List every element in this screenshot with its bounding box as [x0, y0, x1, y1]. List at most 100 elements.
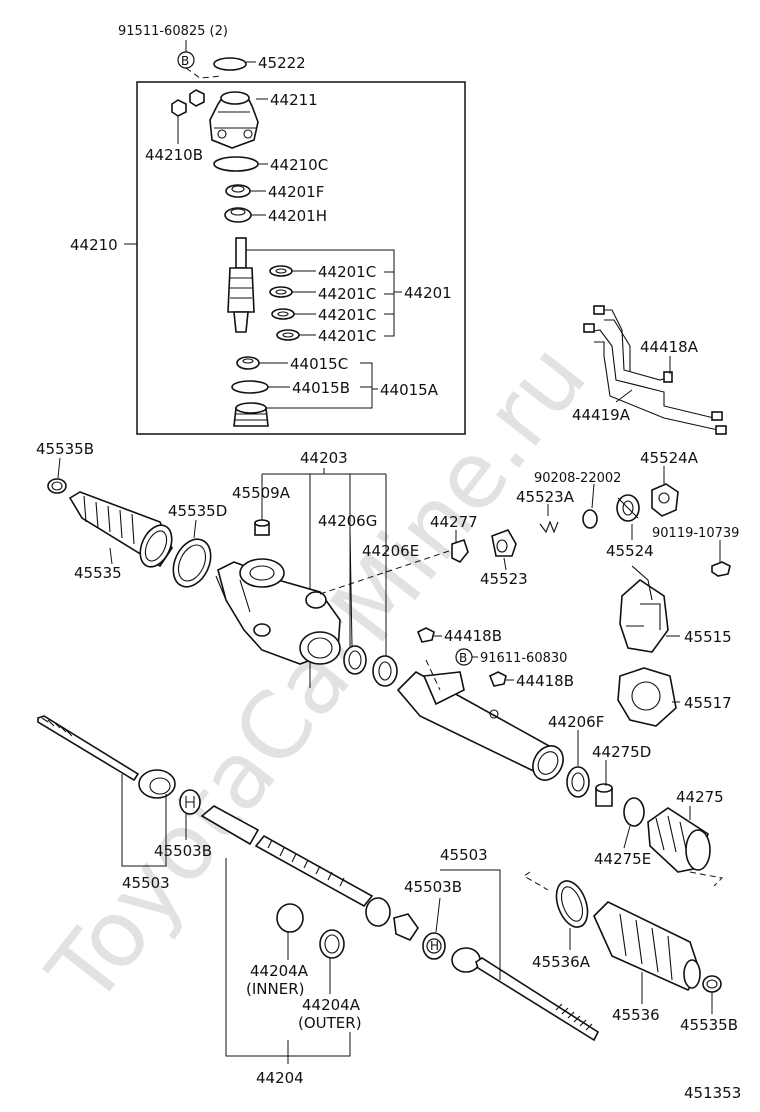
bracket-44203 [261, 468, 387, 688]
diagram-number: 451353 [684, 1084, 741, 1102]
label-45503-left: 45503 [122, 874, 170, 892]
label-44203: 44203 [300, 449, 348, 467]
label-44201C-4: 44201C [318, 327, 376, 345]
label-44201: 44201 [404, 284, 452, 302]
seal-44201F [225, 184, 251, 198]
gear-housing-44203 [215, 558, 341, 665]
seal-ring-44201C-4 [276, 329, 300, 341]
label-44210C: 44210C [270, 156, 328, 174]
bearing-44015C [236, 356, 260, 370]
control-valve-group-box [136, 81, 466, 435]
label-44210B: 44210B [145, 146, 203, 164]
label-44419A: 44419A [572, 406, 631, 424]
label-44015C: 44015C [290, 355, 348, 373]
clamp-45535B-bottom [702, 975, 722, 993]
rack-boot-45535 [68, 491, 173, 568]
washer-90208-22002 [582, 509, 598, 529]
leader-90208 [591, 483, 595, 509]
cap-45222 [213, 57, 247, 71]
plug-44015A [233, 402, 269, 427]
bushing-45509A [254, 519, 270, 536]
label-44015A: 44015A [380, 381, 439, 399]
clamp-45535B-top [47, 478, 67, 494]
end-stopper-44275 [647, 807, 711, 873]
label-45524: 45524 [606, 542, 654, 560]
label-outer: (OUTER) [298, 1014, 362, 1032]
dash-b-to-housing [185, 67, 223, 79]
bracket-44015A [266, 362, 378, 409]
tie-rod-45503-right [451, 947, 600, 1042]
bracket-45503-left [121, 774, 187, 867]
seal-ring-44201C-3 [271, 308, 295, 320]
leader-45535 [109, 547, 113, 565]
dash-housing-to-44277 [319, 549, 453, 595]
oring-44210C [213, 156, 259, 172]
label-44204A-inner: 44204A [250, 962, 309, 980]
label-44277: 44277 [430, 513, 478, 531]
tie-rod-45503-left [37, 715, 176, 799]
seal-44206E [372, 655, 398, 687]
label-45503B-right: 45503B [404, 878, 462, 896]
leader-45523 [503, 557, 507, 571]
seal-44206G [343, 645, 367, 675]
label-44418B-1: 44418B [444, 627, 502, 645]
seal-44201H [224, 207, 252, 223]
label-45515: 45515 [684, 628, 732, 646]
bolt-90119-10739 [711, 561, 731, 577]
label-45523: 45523 [480, 570, 528, 588]
label-44275D: 44275D [592, 743, 651, 761]
bushing-44204A-inner [276, 903, 304, 933]
marker-b-top-text: B [181, 54, 189, 68]
bracket-44204 [225, 858, 351, 1064]
leader-45535B-top [57, 457, 61, 479]
label-44015B: 44015B [292, 379, 350, 397]
marker-b-middle-text: B [459, 651, 467, 665]
label-45524A: 45524A [640, 449, 699, 467]
bushing-44275D [595, 783, 613, 807]
label-45509A: 45509A [232, 484, 291, 502]
rack-boot-45536 [593, 901, 701, 992]
bracket-44201 [246, 249, 402, 337]
label-45536: 45536 [612, 1006, 660, 1024]
valve-housing-44211 [209, 91, 259, 149]
label-45503-right: 45503 [440, 846, 488, 864]
locknut-45524 [616, 494, 640, 522]
leader-44419A [615, 389, 633, 403]
label-45503B-left: 45503B [154, 842, 212, 860]
label-45523A: 45523A [516, 488, 575, 506]
pressure-tubes-44419A [583, 305, 727, 435]
label-44275E: 44275E [594, 850, 651, 868]
dash-tube-to-fittings [425, 659, 441, 691]
seal-ring-44201C-2 [269, 286, 293, 298]
clamp-45535D [172, 538, 212, 588]
union-44418B-1 [416, 627, 435, 643]
label-44206F: 44206F [548, 713, 604, 731]
label-44201F: 44201F [268, 183, 324, 201]
label-44204A-outer: 44204A [302, 996, 361, 1014]
cap-45524A [651, 483, 679, 517]
label-45536A: 45536A [532, 953, 591, 971]
union-44418B-2 [488, 671, 507, 687]
label-44201C-3: 44201C [318, 306, 376, 324]
label-45535: 45535 [74, 564, 122, 582]
label-90119-10739: 90119-10739 [652, 526, 739, 541]
leader-45535D [193, 519, 197, 539]
label-90208-22002: 90208-22002 [534, 471, 621, 486]
label-44201C-2: 44201C [318, 285, 376, 303]
oring-44275E [623, 797, 645, 827]
leader-44206G [349, 529, 353, 647]
label-44418A: 44418A [640, 338, 699, 356]
label-44201H: 44201H [268, 207, 327, 225]
label-44275: 44275 [676, 788, 724, 806]
bushing-44204A-outer [319, 929, 345, 959]
marker-h-text: H [430, 939, 439, 953]
clamp-45536A [555, 880, 589, 928]
seal-ring-44201C-1 [269, 265, 293, 277]
label-45222: 45222 [258, 54, 306, 72]
leader-45503B-right [435, 897, 441, 933]
label-45535D: 45535D [168, 502, 227, 520]
label-inner: (INNER) [246, 980, 304, 998]
bracket-45515 [619, 565, 669, 653]
